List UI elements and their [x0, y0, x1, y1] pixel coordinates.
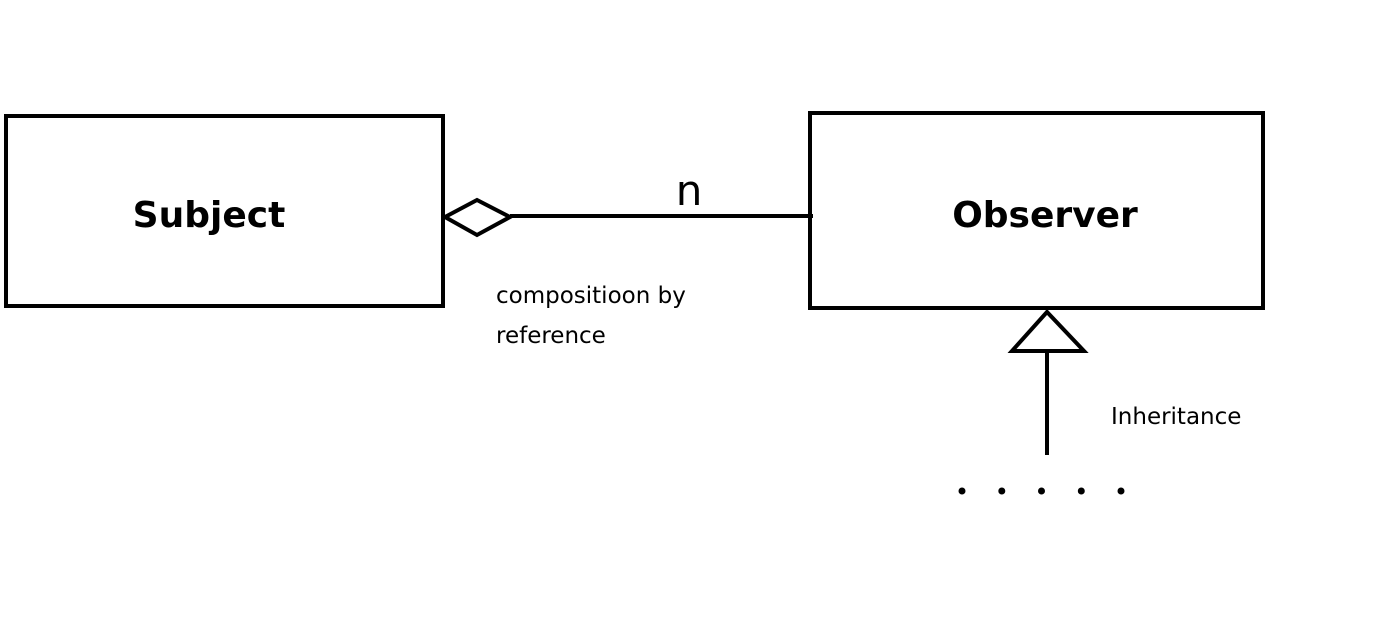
observer-class[interactable]: Observer — [808, 111, 1265, 310]
aggregation-diamond — [440, 197, 515, 238]
multiplicity-label: n — [676, 166, 703, 215]
observer-box — [808, 111, 1265, 310]
subject-class[interactable]: Subject — [4, 114, 445, 308]
ellipsis-dot — [1077, 487, 1085, 495]
subject-title: Subject — [133, 195, 286, 236]
ellipsis-dot — [1038, 487, 1045, 495]
ellipsis-dot — [998, 487, 1006, 495]
inheritance-triangle — [1007, 309, 1089, 353]
composition-label-line1: compositioon by — [496, 283, 686, 309]
ellipsis-dot — [958, 487, 966, 495]
inheritance-label: Inheritance — [1111, 404, 1241, 430]
subclass-ellipsis — [958, 487, 1125, 495]
ellipsis-dot — [1117, 487, 1125, 495]
observer-title: Observer — [952, 195, 1138, 236]
composition-association: n compositioon by reference — [440, 166, 813, 349]
subject-box — [4, 114, 445, 308]
inheritance-relation: Inheritance — [958, 309, 1241, 495]
composition-label-line2: reference — [496, 323, 606, 349]
